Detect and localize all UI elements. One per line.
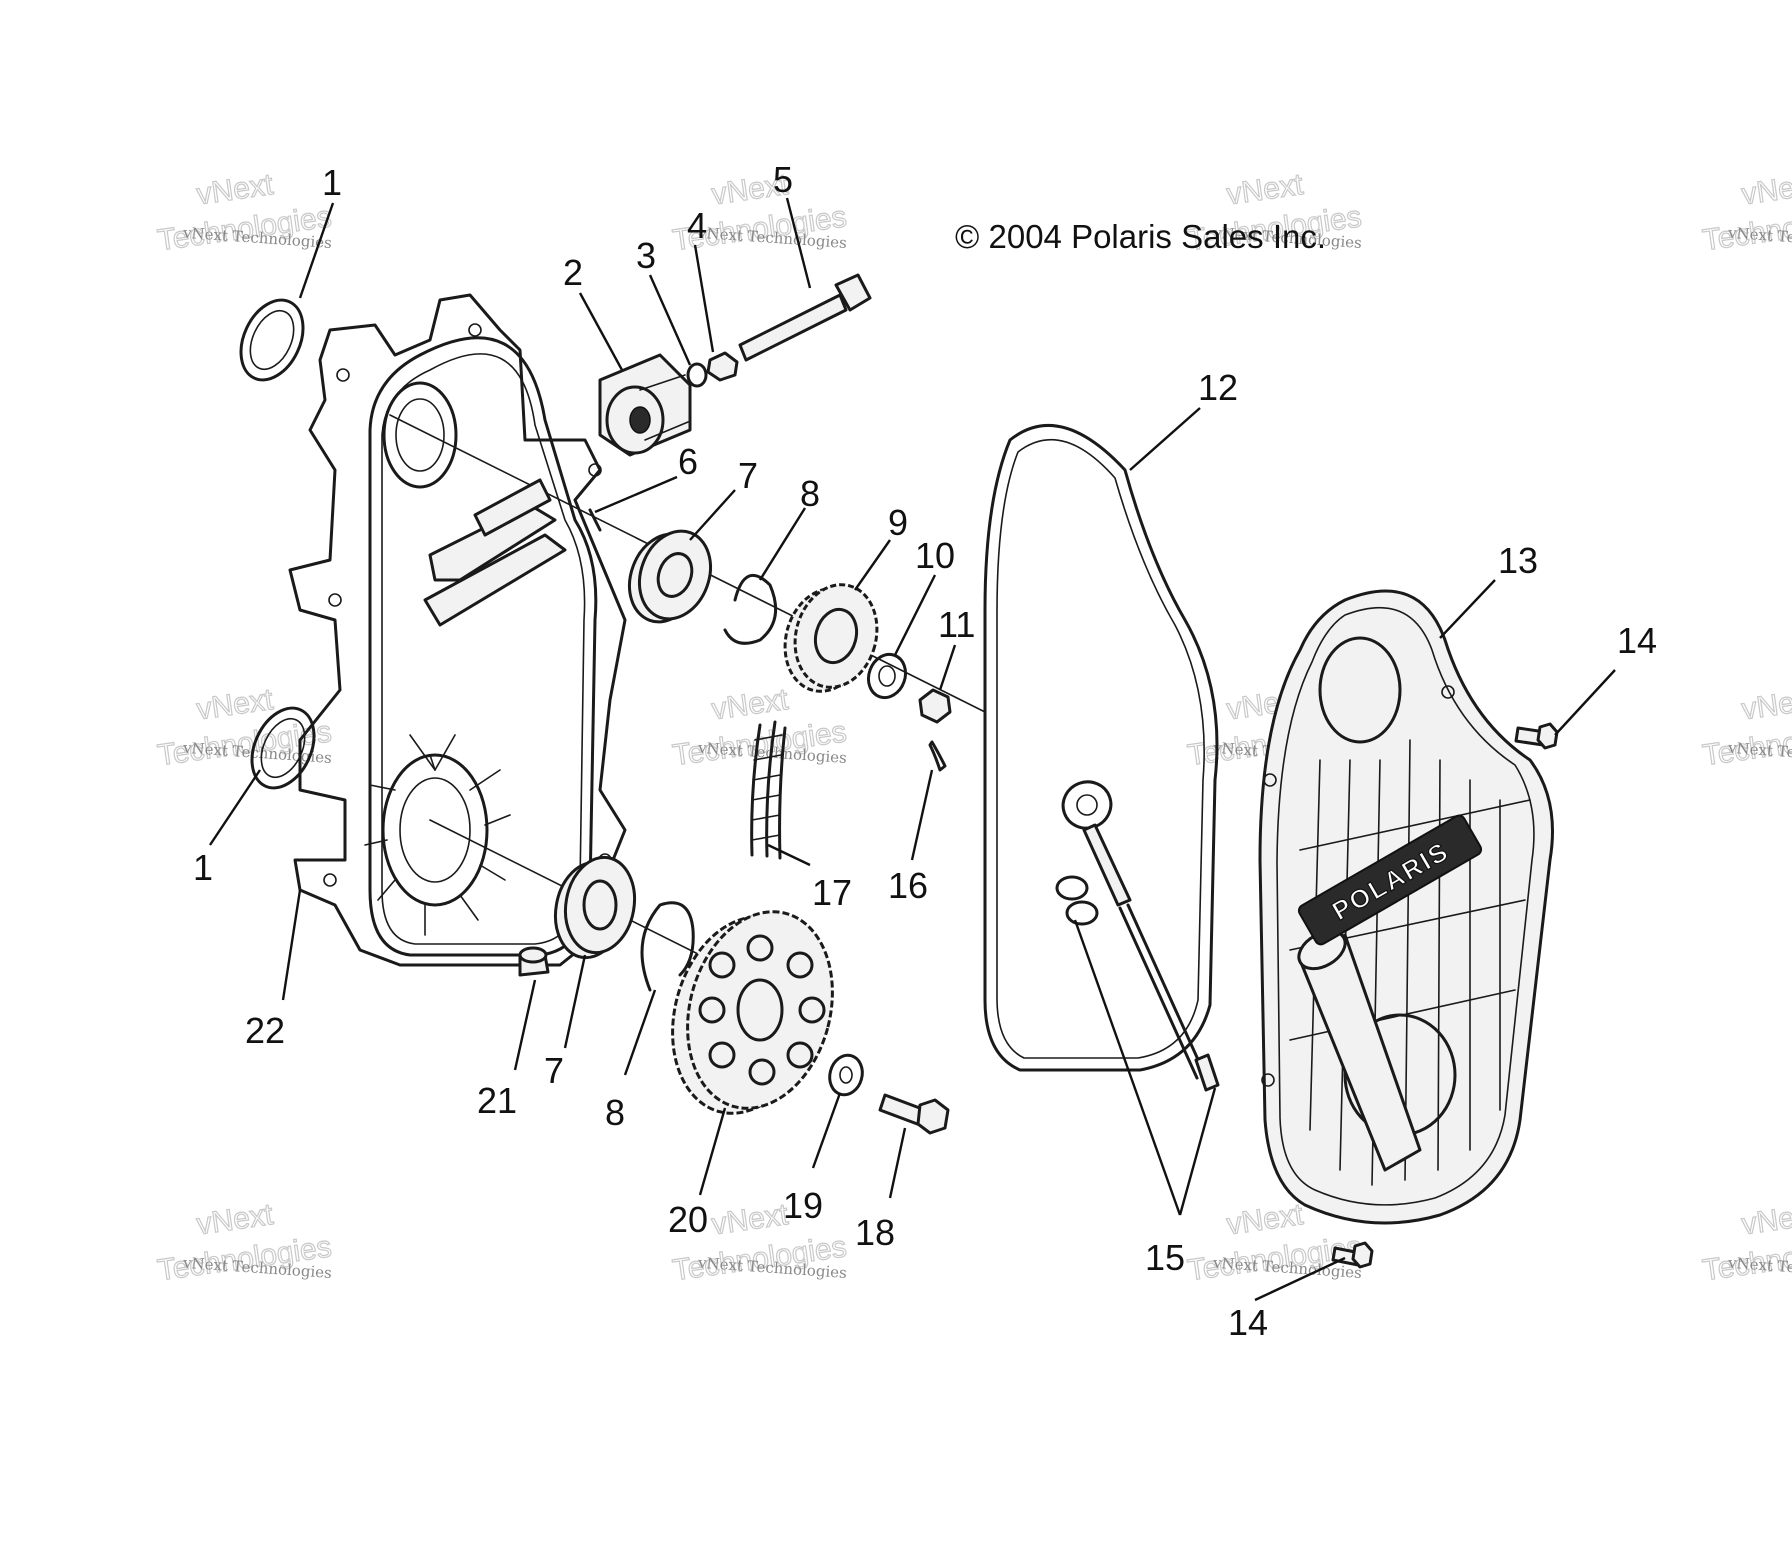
svg-text:vNext: vNext [1740,1198,1792,1241]
gasket [983,424,1219,1072]
bolt-18 [878,1093,950,1135]
callout-9: 9 [888,502,908,543]
cotter-pin [928,740,947,772]
callout-16: 16 [888,865,928,906]
chain [750,720,787,860]
callout-14: 14 [1617,620,1657,661]
callout-numbers: 1 1 2 3 4 5 6 7 7 8 8 9 10 11 12 13 14 1… [193,159,1657,1343]
svg-text:vNext: vNext [195,683,276,726]
callout-1: 1 [322,162,342,203]
callout-7: 7 [738,455,758,496]
callout-7: 7 [544,1050,564,1091]
watermark: vNext Technologies vNext Technologies [155,167,334,258]
callout-14: 14 [1228,1302,1268,1343]
callout-8: 8 [605,1092,625,1133]
watermark: vNext Technologies vNext Technologies [1700,682,1792,773]
snap-ring-upper [723,573,778,645]
washer-3 [686,362,708,388]
callout-2: 2 [563,252,583,293]
callout-19: 19 [783,1185,823,1226]
washer-19 [828,1053,864,1097]
svg-text:vNext: vNext [195,1198,276,1241]
watermark: vNext Technologies vNext Technologies [155,1197,334,1288]
sprocket-lower [671,910,834,1115]
svg-text:vNext: vNext [1225,168,1306,211]
svg-text:vNext: vNext [1740,683,1792,726]
seal-lower [250,706,316,790]
nut-11 [918,688,952,724]
tensioner-block [598,353,692,457]
watermark: vNext Technologies vNext Technologies [155,682,334,773]
callout-17: 17 [812,872,852,913]
svg-text:vNext: vNext [1740,168,1792,211]
callout-11: 11 [938,604,975,645]
callout-20: 20 [668,1199,708,1240]
bearing-upper [628,529,712,624]
callout-22: 22 [245,1010,285,1051]
callout-8: 8 [800,473,820,514]
leader-lines [209,197,1616,1302]
svg-text:vNext: vNext [195,168,276,211]
pin-6 [588,508,602,532]
copyright-notice: © 2004 Polaris Sales Inc. [955,218,1326,255]
sprocket-upper [783,583,879,693]
o-ring-lower [1065,900,1099,926]
callout-6: 6 [678,441,698,482]
dipstick [1061,780,1220,1092]
callout-13: 13 [1498,540,1538,581]
svg-text:vNext: vNext [710,1198,791,1241]
cover-bolt-upper [1514,722,1559,750]
lower-bearing-bore [381,753,489,907]
svg-text:vNext: vNext [710,683,791,726]
fan-spokes [364,734,511,936]
chaincase-housing [288,293,627,967]
callout-1: 1 [193,847,213,888]
seal-upper [239,298,305,382]
chaincase-cover: POLARIS [1258,589,1554,1225]
callout-15: 15 [1145,1237,1185,1278]
callout-18: 18 [855,1212,895,1253]
callout-10: 10 [915,535,955,576]
bearing-lower [553,855,637,960]
upper-bearing-bore [382,381,458,489]
callout-4: 4 [687,205,707,246]
watermark: vNext Technologies vNext Technologies [1700,1197,1792,1288]
snap-ring-lower [640,901,695,992]
svg-text:vNext: vNext [1225,1198,1306,1241]
callout-5: 5 [773,159,793,200]
adjuster-bolt [738,273,872,362]
callout-21: 21 [477,1080,517,1121]
nut-4 [706,351,739,382]
callout-3: 3 [636,235,656,276]
callout-12: 12 [1198,367,1238,408]
washer-10 [866,652,908,700]
o-ring-upper [1055,875,1089,901]
drain-plug [518,946,550,977]
watermark: vNext Technologies vNext Technologies [1700,167,1792,258]
